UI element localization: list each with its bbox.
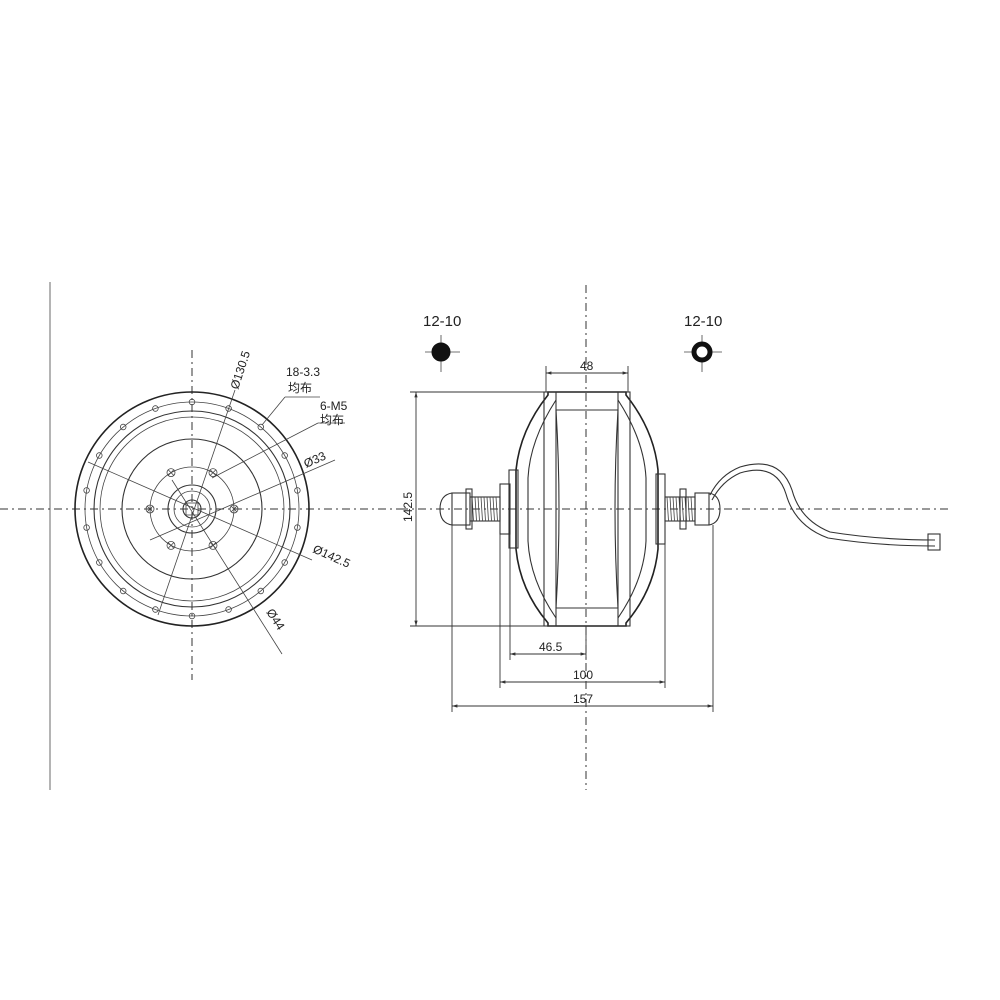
left-axle-tip	[439, 492, 453, 526]
hub-boss-circle	[167, 484, 217, 534]
cable-lower	[711, 469, 936, 547]
thread-line	[687, 496, 690, 522]
shell-inner-left	[527, 399, 557, 619]
label-m5-note: 均布	[320, 413, 344, 427]
label-d33: Ø33	[302, 449, 329, 471]
spoke-hole	[119, 423, 127, 431]
spoke-hole	[281, 452, 288, 459]
thread-line	[666, 496, 669, 522]
m5-bolt-hole	[166, 468, 176, 478]
label-holes18-note: 均布	[288, 381, 312, 395]
shell-inner-circle	[99, 416, 285, 602]
thread-line	[669, 496, 672, 522]
shell-inner-right	[617, 399, 647, 619]
spoke-hole	[152, 405, 159, 412]
axle-circle	[182, 499, 202, 519]
leader-d44	[171, 479, 283, 655]
spoke-hole	[83, 524, 90, 531]
side-view: 12-10 12-10 48 142.5 46.5 100 157	[400, 285, 950, 790]
label-d1425: Ø142.5	[311, 542, 353, 571]
spoke-hole	[257, 423, 264, 431]
thread-line	[489, 496, 492, 522]
flange-hole-circle	[84, 401, 300, 617]
spoke-hole	[83, 487, 90, 494]
spoke-hole	[225, 405, 232, 412]
spoke-hole	[225, 606, 232, 613]
thread-line	[672, 496, 675, 522]
right-axle-washer	[679, 488, 687, 530]
label-d130: Ø130.5	[228, 349, 254, 391]
m5-bolt-hole	[208, 468, 218, 478]
cover-circle	[121, 438, 263, 580]
spoke-hole	[152, 606, 159, 613]
label-axle-right: 12-10	[684, 313, 722, 330]
thread-line	[495, 496, 498, 522]
spoke-hole	[294, 487, 301, 494]
thread-line	[492, 496, 495, 522]
thread-line	[690, 496, 693, 522]
spoke-hole	[257, 587, 264, 595]
label-holes18: 18-3.3	[286, 365, 320, 379]
m5-bolt-hole	[229, 504, 239, 514]
label-dim157: 157	[573, 692, 593, 706]
spoke-hole	[294, 524, 301, 531]
thread-line	[681, 496, 684, 522]
leader-holes18	[261, 396, 286, 426]
label-d44: Ø44	[263, 606, 287, 633]
m5-bolt-hole	[166, 541, 176, 550]
label-dim100: 100	[573, 668, 593, 682]
hub-boss-inner-circle	[173, 490, 211, 528]
drum-right-edge	[614, 409, 619, 609]
shell-circle	[93, 410, 291, 608]
left-cover	[508, 469, 519, 549]
left-axle-thread-lines	[471, 496, 498, 522]
right-axle-nut	[694, 492, 710, 526]
axle-section-left-symbol	[431, 342, 451, 362]
drum-left-edge	[555, 409, 560, 609]
thread-line	[483, 496, 486, 522]
leader-m5	[211, 422, 319, 479]
spoke-hole	[96, 452, 103, 459]
label-dim1425: 142.5	[401, 492, 415, 522]
label-dim48: 48	[580, 359, 594, 373]
spoke-hole	[96, 559, 103, 566]
thread-line	[480, 496, 483, 522]
thread-line	[474, 496, 477, 522]
thread-line	[675, 496, 678, 522]
leader-d130	[157, 389, 236, 616]
label-axle-left: 12-10	[423, 313, 461, 330]
spoke-hole	[188, 398, 196, 406]
right-flange-rim	[617, 391, 631, 627]
left-axle-washer	[465, 488, 473, 530]
thread-line	[486, 496, 489, 522]
label-m5: 6-M5	[320, 399, 348, 413]
label-dim465: 46.5	[539, 640, 563, 654]
spoke-hole	[281, 559, 288, 566]
m5-bolt-hole	[145, 504, 155, 514]
flange-outer-circle	[74, 391, 310, 627]
left-flange-rim	[543, 391, 557, 627]
thread-line	[477, 496, 480, 522]
axle-section-right-bore	[696, 346, 708, 358]
cable-upper	[709, 463, 936, 541]
leader-d33	[149, 459, 336, 541]
leader-d1425	[87, 461, 313, 561]
front-view: Ø130.5 18-3.3 均布 6-M5 均布 Ø33 Ø142.5 Ø44	[0, 349, 400, 680]
spoke-hole	[188, 612, 196, 620]
left-axle-nut	[451, 492, 471, 526]
cable-end-connector	[927, 533, 941, 551]
spoke-hole	[119, 587, 127, 595]
spoke-holes	[83, 398, 301, 620]
